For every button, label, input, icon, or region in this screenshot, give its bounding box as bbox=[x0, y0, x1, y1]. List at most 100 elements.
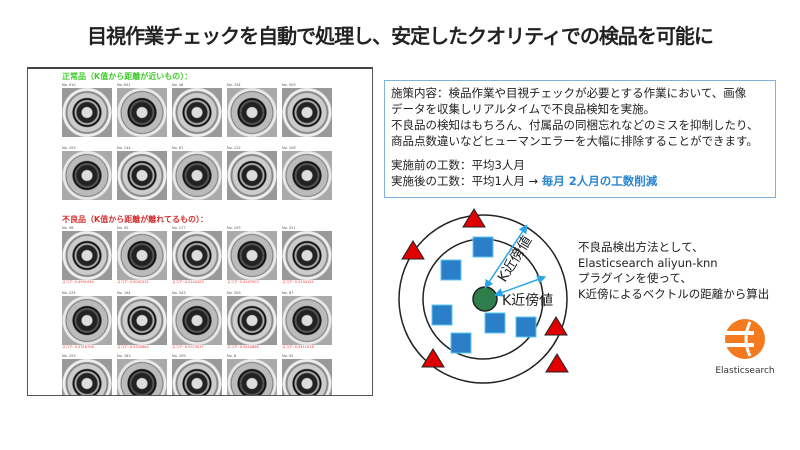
triangle-point bbox=[462, 208, 486, 228]
product-image bbox=[172, 88, 222, 137]
thumbnail: No. 50 スコア: 0.5041332 bbox=[117, 226, 167, 285]
square-point bbox=[440, 259, 462, 281]
method-line: Elasticsearch aliyun-knn bbox=[578, 255, 718, 270]
desc-line: 施策内容：検品作業や目視チェックが必要とする作業において、画像 bbox=[391, 86, 747, 100]
item-score: スコア: 0.4901054 bbox=[62, 280, 94, 284]
elasticsearch-logo: Elasticsearch bbox=[705, 318, 785, 376]
item-number: No. 122 bbox=[227, 146, 241, 150]
product-image bbox=[62, 231, 112, 280]
product-image bbox=[172, 151, 222, 200]
square-point bbox=[450, 332, 472, 354]
item-number: No. 92 bbox=[282, 354, 294, 358]
product-image bbox=[117, 88, 167, 137]
product-image bbox=[172, 359, 222, 395]
item-number: No. 224 bbox=[62, 291, 76, 295]
thumbnail: No. 87 スコア: 0.5411016 bbox=[282, 291, 332, 350]
thumbnail: No. 92 bbox=[282, 354, 332, 395]
thumbnail: No. 224 スコア: 0.5316706 bbox=[62, 291, 112, 350]
after-effort: 実施後の工数：平均1人月 → bbox=[391, 174, 542, 188]
item-score: スコア: 0.5410866 bbox=[227, 345, 259, 349]
item-number: No. 293 bbox=[62, 354, 76, 358]
item-number: No. 50 bbox=[117, 226, 129, 230]
product-image bbox=[282, 88, 332, 137]
thumbnail: No. 144 bbox=[117, 146, 167, 200]
desc-line: 商品点数違いなどヒューマンエラーを大幅に排除することができます。 bbox=[391, 134, 758, 148]
product-image bbox=[282, 151, 332, 200]
item-number: No. 8 bbox=[227, 354, 237, 358]
item-number: No. 108 bbox=[282, 146, 296, 150]
query-point bbox=[472, 286, 498, 312]
item-score: スコア: 0.5104103 bbox=[172, 280, 204, 284]
item-score: スコア: 0.5107903 bbox=[227, 280, 259, 284]
triangle-point bbox=[545, 353, 569, 373]
item-number: No. 744 bbox=[227, 83, 241, 87]
item-number: No. 177 bbox=[172, 226, 186, 230]
item-score: スコア: 0.5041332 bbox=[117, 280, 149, 284]
method-description: 不良品検出方法として、 Elasticsearch aliyun-knn プラグ… bbox=[578, 240, 769, 302]
method-line: 不良品検出方法として、 bbox=[578, 240, 704, 254]
thumbnail: No. 343 スコア: 0.5373037 bbox=[172, 291, 222, 350]
defect-heading: 不良品（K值から距離が離れてるもの）： bbox=[62, 215, 208, 224]
product-image bbox=[227, 88, 277, 137]
item-number: No. 641 bbox=[117, 83, 131, 87]
triangle-point bbox=[421, 348, 445, 368]
description-box: 施策内容：検品作業や目視チェックが必要とする作業において、画像 データを収集しリ… bbox=[384, 80, 776, 198]
product-image bbox=[227, 231, 277, 280]
thumbnail: No. 8 bbox=[227, 354, 277, 395]
knn-label: K近傍値 bbox=[494, 233, 536, 285]
triangle-point bbox=[401, 240, 425, 260]
thumbnail: No. 321 スコア: 0.5194154 bbox=[282, 226, 332, 285]
item-score: スコア: 0.5373037 bbox=[172, 345, 204, 349]
square-point bbox=[484, 312, 506, 334]
square-point bbox=[472, 236, 494, 258]
method-line: K近傍によるベクトルの距離から算出 bbox=[578, 286, 770, 301]
item-score: スコア: 0.5325664 bbox=[117, 345, 149, 349]
square-point bbox=[431, 304, 453, 326]
item-score: スコア: 0.5316706 bbox=[62, 345, 94, 349]
elasticsearch-icon bbox=[724, 319, 765, 359]
square-point bbox=[515, 316, 537, 338]
triangle-point bbox=[544, 316, 568, 336]
results-panel: 正常品（K值から距離が近いもの）： 不良品（K值から距離が離れてるもの）： No… bbox=[27, 67, 373, 396]
product-image bbox=[172, 231, 222, 280]
outer-circle bbox=[398, 214, 568, 384]
radius-arrow bbox=[493, 275, 547, 297]
product-image bbox=[227, 296, 277, 345]
item-number: No. 343 bbox=[172, 291, 186, 295]
item-number: No. 87 bbox=[172, 146, 184, 150]
radius-arrow bbox=[484, 224, 528, 289]
effort-reduction: 毎月 2人月の工数削減 bbox=[541, 174, 658, 188]
product-image bbox=[282, 296, 332, 345]
item-score: スコア: 0.5411016 bbox=[282, 345, 314, 349]
product-image bbox=[117, 359, 167, 395]
thumbnail: No. 293 bbox=[62, 354, 112, 395]
before-effort: 実施前の工数：平均3人月 bbox=[391, 158, 525, 172]
thumbnail: No. 122 bbox=[227, 146, 277, 200]
thumbnail: No. 744 bbox=[227, 83, 277, 137]
item-number: No. 109 bbox=[172, 354, 186, 358]
product-image bbox=[62, 151, 112, 200]
thumbnail: No. 109 bbox=[172, 354, 222, 395]
thumbnail: No. 910 bbox=[62, 83, 112, 137]
thumbnail: No. 641 bbox=[117, 83, 167, 137]
thumbnail: No. 46 bbox=[172, 83, 222, 137]
normal-heading: 正常品（K值から距離が近いもの）： bbox=[62, 72, 193, 81]
knn-diagram: K近傍値 K近傍値 bbox=[398, 208, 569, 384]
item-score: スコア: 0.5194154 bbox=[282, 280, 314, 284]
product-image bbox=[227, 359, 277, 395]
product-image bbox=[282, 231, 332, 280]
item-number: No. 87 bbox=[282, 291, 294, 295]
item-number: No. 144 bbox=[117, 146, 131, 150]
item-number: No. 509 bbox=[282, 83, 296, 87]
product-image bbox=[227, 151, 277, 200]
desc-line: データを収集しリアルタイムで不良品検知を実施。 bbox=[391, 102, 656, 116]
slide-title: 目視作業チェックを自動で処理し、安定したクオリティでの検品を可能に bbox=[87, 24, 714, 48]
thumbnail: No. 509 bbox=[282, 83, 332, 137]
item-number: No. 193 bbox=[227, 226, 241, 230]
item-number: No. 321 bbox=[282, 226, 296, 230]
thumbnail: No. 193 bbox=[62, 146, 112, 200]
product-image bbox=[117, 151, 167, 200]
thumbnail: No. 87 bbox=[172, 146, 222, 200]
